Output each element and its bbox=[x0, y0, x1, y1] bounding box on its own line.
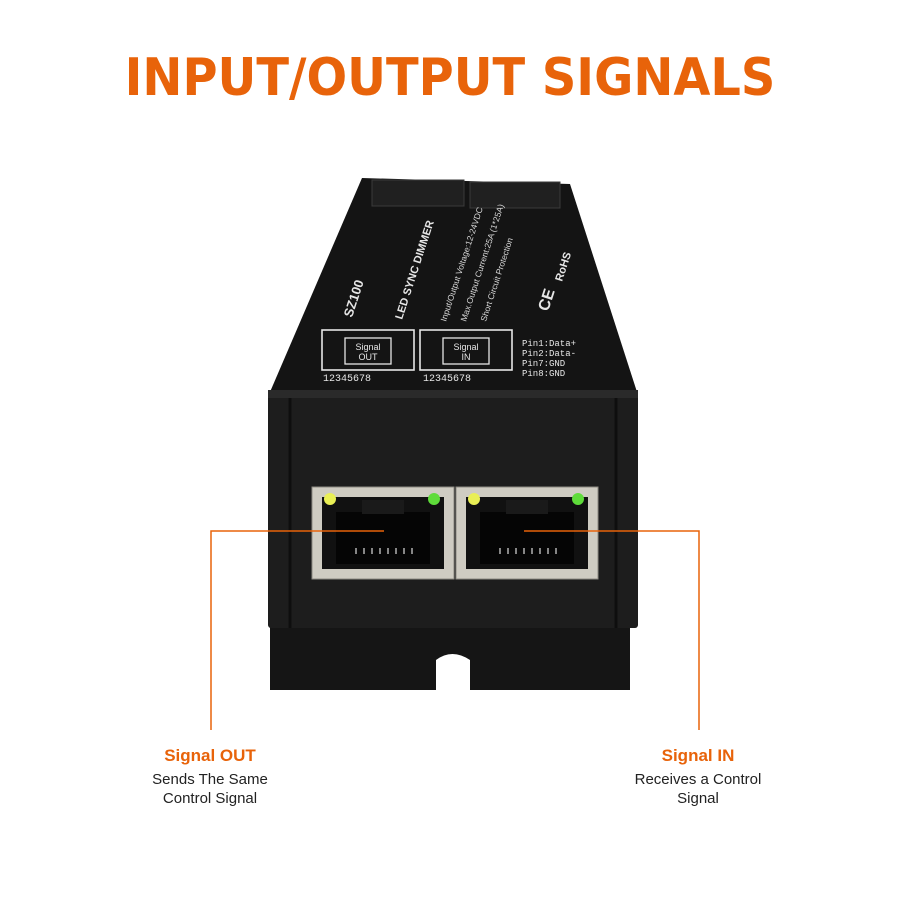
ce-mark: CE bbox=[536, 287, 559, 314]
pin-numbers-right: 12345678 bbox=[423, 374, 471, 385]
top-label-in: Signal bbox=[453, 342, 478, 352]
page-title: INPUT/OUTPUT SIGNALS bbox=[124, 48, 776, 108]
callout-line-in bbox=[524, 530, 700, 730]
callout-signal-in: Signal IN Receives a Control Signal bbox=[588, 746, 808, 808]
pin-desc-3: Pin7:GND bbox=[522, 359, 565, 369]
callout-out-title: Signal OUT bbox=[164, 746, 256, 765]
callout-in-desc-line2: Signal bbox=[677, 790, 719, 807]
pin-numbers-left: 12345678 bbox=[323, 374, 371, 385]
svg-text:OUT: OUT bbox=[359, 352, 379, 362]
pin-desc-4: Pin8:GND bbox=[522, 369, 565, 379]
callout-in-desc-line1: Receives a Control bbox=[634, 771, 762, 788]
callout-signal-out: Signal OUT Sends The Same Control Signal bbox=[100, 746, 320, 808]
led-yellow-icon bbox=[324, 493, 336, 505]
callout-line-out bbox=[210, 530, 384, 730]
rj45-port-out bbox=[311, 486, 455, 580]
pin-desc-1: Pin1:Data+ bbox=[522, 339, 576, 349]
pin-desc-2: Pin2:Data- bbox=[522, 349, 576, 359]
callout-in-title: Signal IN bbox=[661, 746, 735, 765]
svg-text:IN: IN bbox=[462, 352, 471, 362]
top-label-out: Signal bbox=[355, 342, 380, 352]
callout-out-desc-line2: Control Signal bbox=[162, 790, 258, 807]
led-green-icon bbox=[572, 493, 584, 505]
callout-out-desc-line1: Sends The Same bbox=[152, 771, 268, 788]
led-yellow-icon bbox=[468, 493, 480, 505]
led-green-icon bbox=[428, 493, 440, 505]
rj45-port-in bbox=[455, 486, 599, 580]
